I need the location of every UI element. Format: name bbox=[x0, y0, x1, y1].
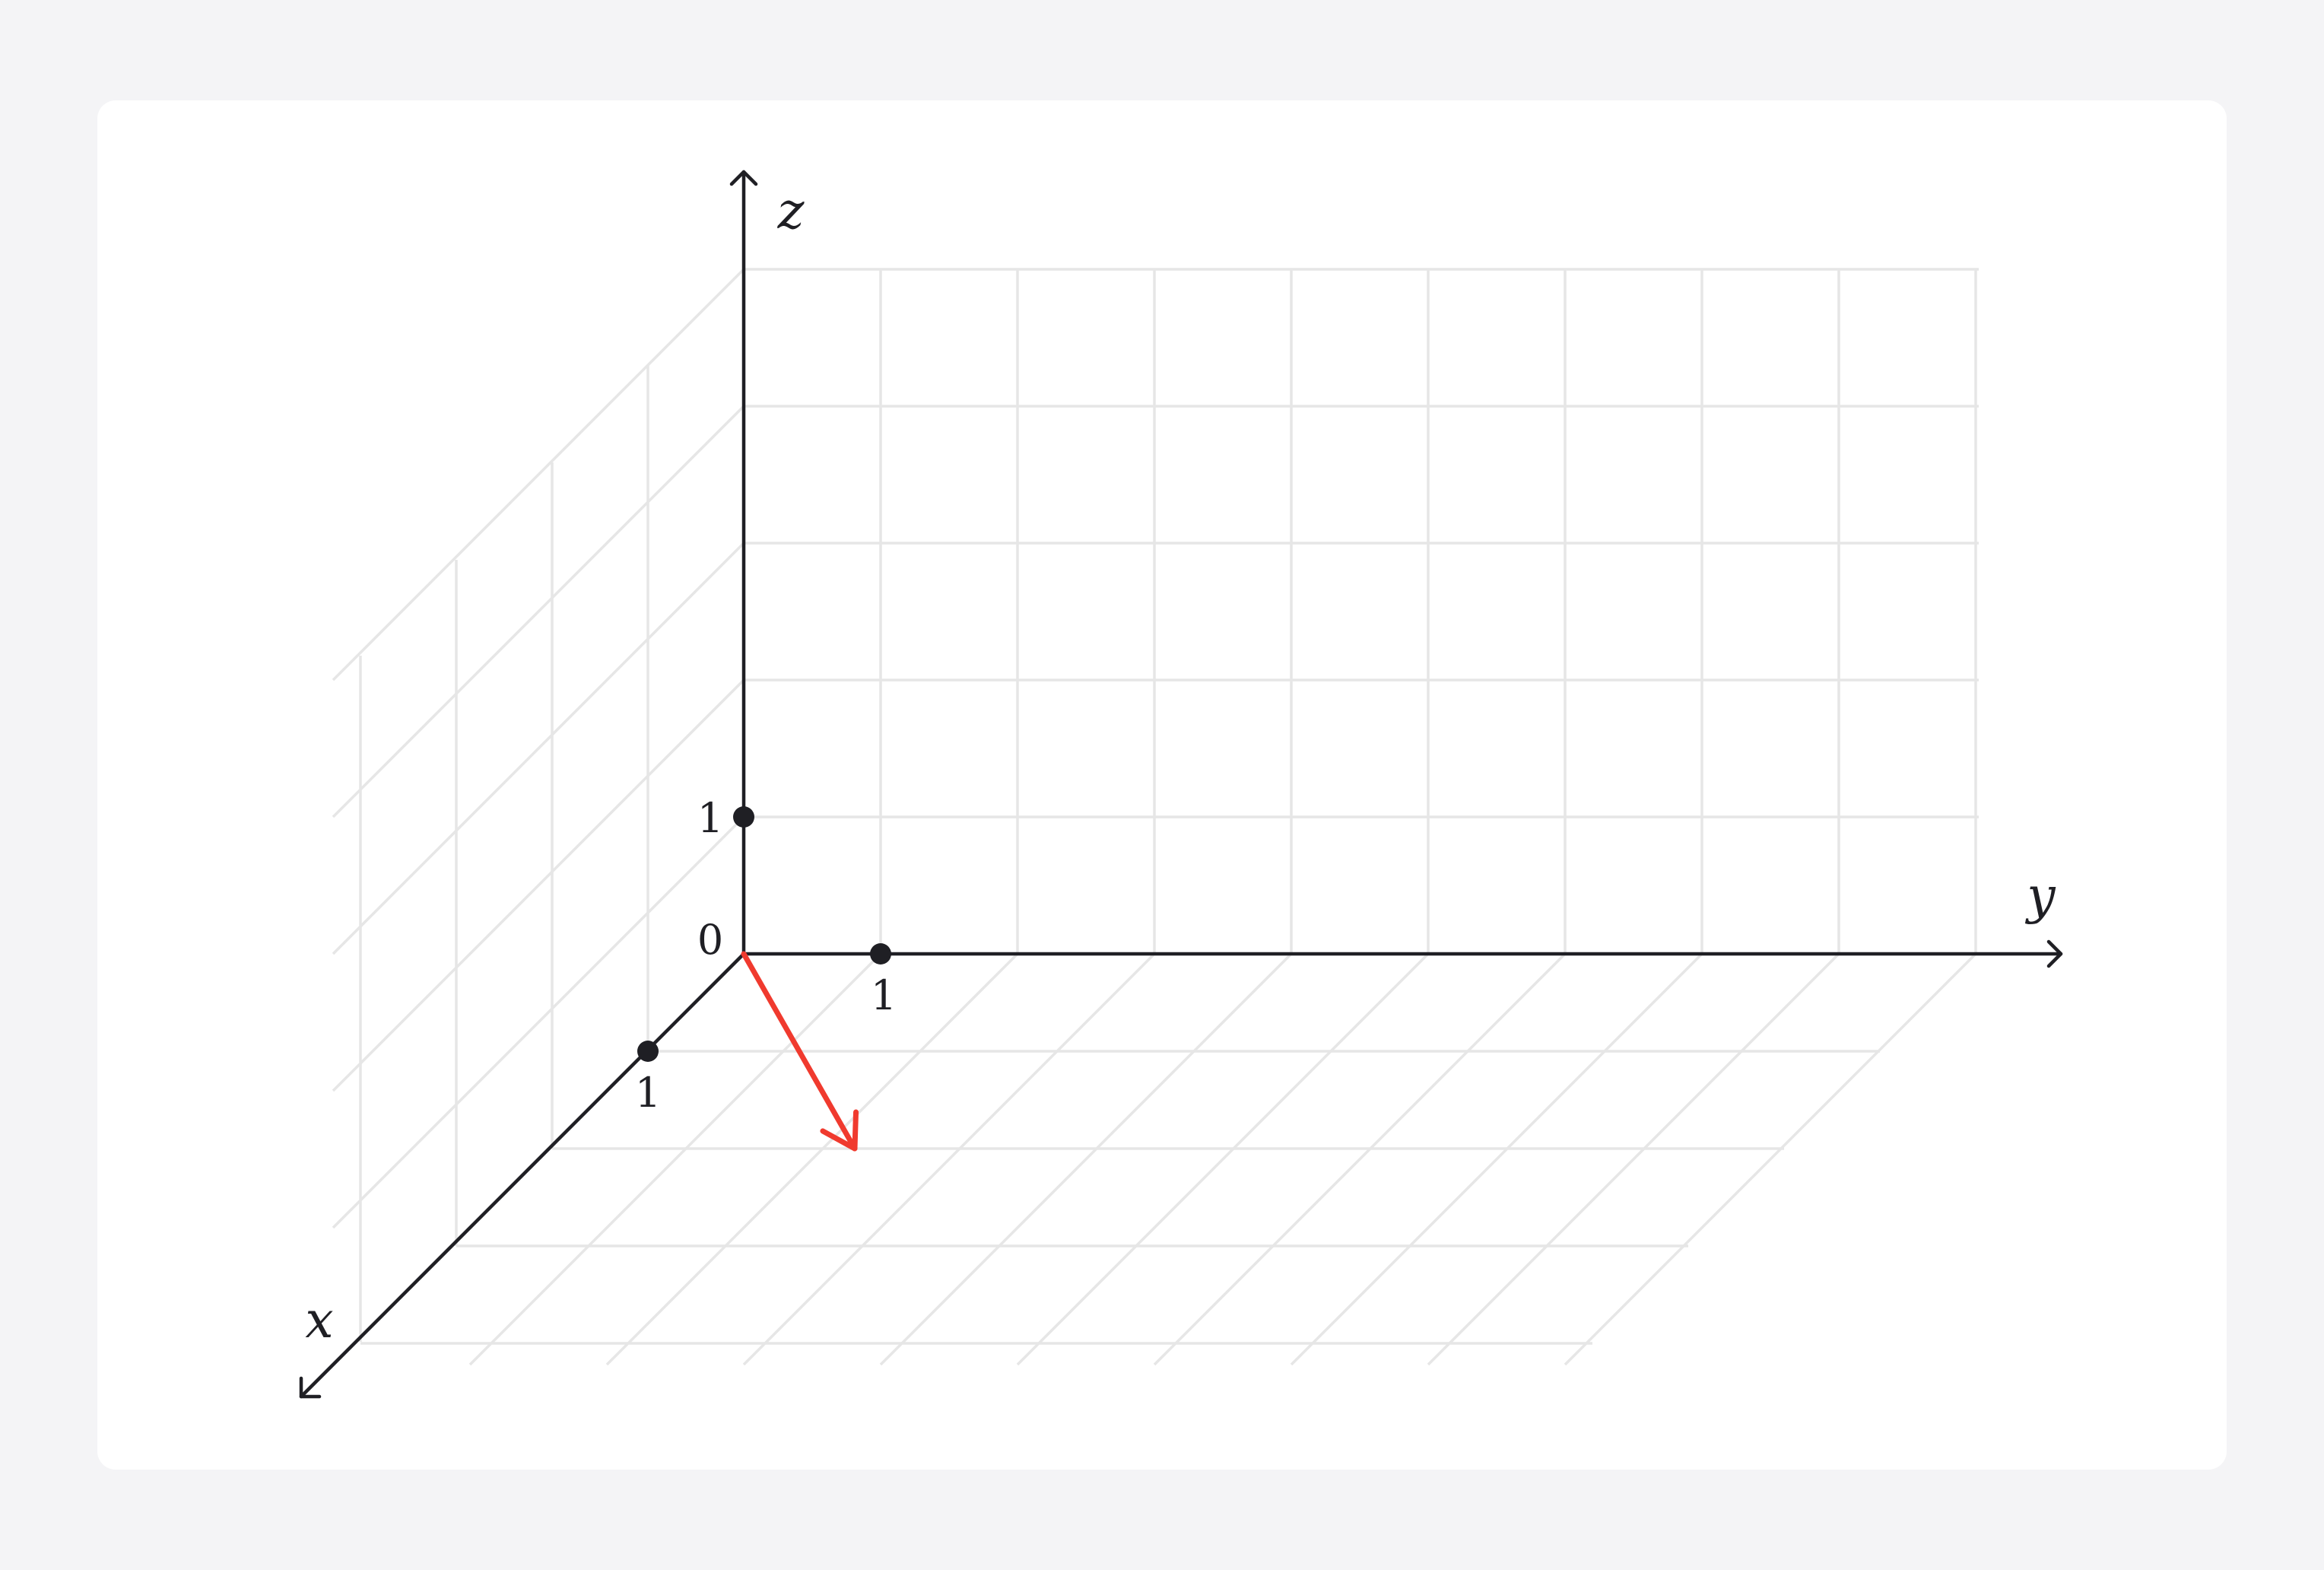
z-axis-arrowhead bbox=[729, 170, 758, 186]
z-tick-dot bbox=[733, 806, 754, 828]
floor-grid-line bbox=[1427, 952, 1840, 1366]
z-axis-label: z bbox=[777, 182, 805, 240]
side-wall-grid-line bbox=[332, 542, 745, 955]
origin-label: 0 bbox=[697, 916, 723, 964]
vector-line bbox=[741, 951, 858, 1152]
x-axis-label: x bbox=[305, 1291, 333, 1349]
y-tick-label: 1 bbox=[871, 971, 897, 1019]
z-tick-label: 1 bbox=[697, 794, 723, 842]
vector-arrowhead bbox=[820, 1109, 859, 1152]
x-tick-label: 1 bbox=[635, 1069, 661, 1117]
floor-grid-line bbox=[1564, 952, 1977, 1366]
x-axis-arrowhead bbox=[299, 1376, 322, 1399]
side-wall-grid-line bbox=[332, 268, 745, 682]
x-tick-dot bbox=[637, 1041, 659, 1062]
diagram-card bbox=[97, 100, 2227, 1470]
axes bbox=[299, 170, 2063, 1399]
floor-grid-line bbox=[742, 952, 1156, 1366]
vector bbox=[741, 951, 859, 1152]
axis-labels: z y x bbox=[305, 182, 2056, 1349]
y-tick-dot bbox=[870, 943, 891, 965]
floor-grid-line bbox=[1290, 952, 1703, 1366]
x-axis-line bbox=[299, 952, 746, 1399]
floor-grid-line bbox=[1016, 952, 1430, 1366]
floor-grid-line bbox=[1153, 952, 1567, 1366]
floor-grid-line bbox=[605, 952, 1019, 1366]
grid bbox=[332, 268, 1979, 1366]
y-axis-arrowhead bbox=[2046, 939, 2063, 968]
y-axis-label: y bbox=[2024, 866, 2056, 925]
floor-grid-line bbox=[468, 952, 882, 1366]
side-wall-grid-line bbox=[332, 679, 745, 1092]
ticks: 1 1 1 0 bbox=[635, 794, 897, 1117]
floor-grid-line bbox=[879, 952, 1293, 1366]
side-wall-grid-line bbox=[332, 405, 745, 818]
side-wall-grid-line bbox=[332, 815, 745, 1229]
